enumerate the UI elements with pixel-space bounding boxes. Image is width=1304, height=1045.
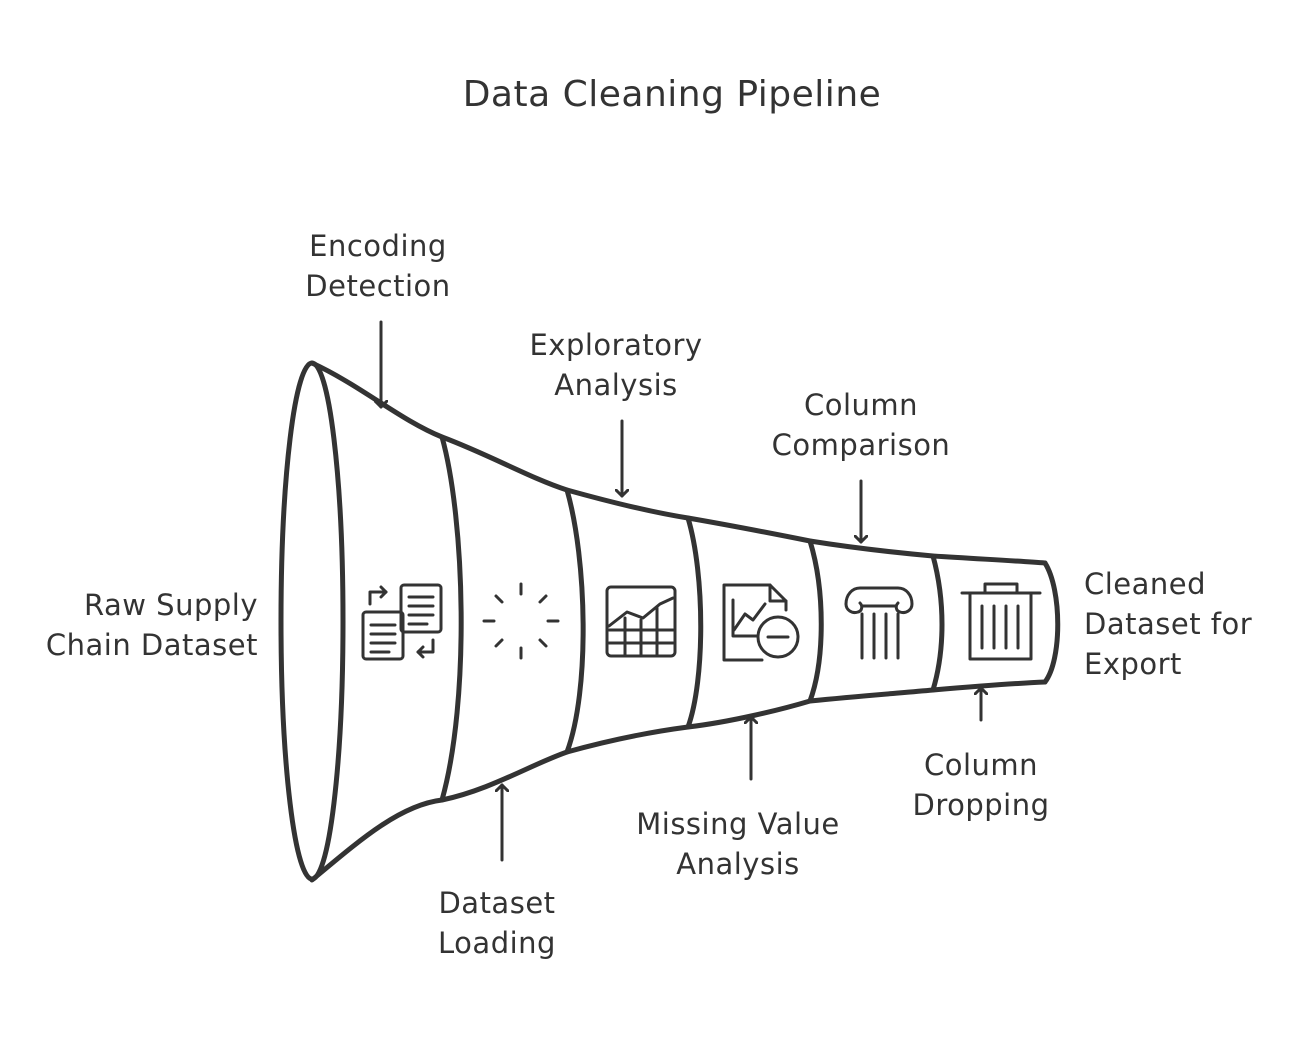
stage-divider-4 (807, 538, 824, 704)
document-minus-icon (722, 583, 800, 662)
stage-divider-5 (930, 553, 945, 693)
label-exploratory-analysis: Exploratory Analysis (529, 328, 703, 402)
stage-divider-2 (564, 487, 586, 755)
label-encoding-detection: Encoding Detection (305, 229, 451, 303)
label-column-dropping: Column Dropping (912, 748, 1050, 822)
chart-grid-icon (605, 585, 677, 658)
funnel-end-cap (1042, 560, 1061, 685)
loading-spinner-icon (482, 582, 560, 660)
label-raw-supply-chain-dataset: Raw Supply Chain Dataset (45, 588, 258, 662)
trash-can-icon (960, 582, 1042, 661)
stage-divider-3 (685, 515, 704, 730)
label-cleaned-dataset: Cleaned Dataset for Export (1084, 567, 1253, 681)
funnel-mouth (278, 360, 346, 882)
diagram-title: Data Cleaning Pipeline (462, 74, 882, 115)
stage-divider-1 (439, 434, 464, 803)
label-dataset-loading: Dataset Loading (438, 886, 556, 960)
document-swap-icon (361, 583, 443, 661)
column-pillar-icon (844, 586, 914, 660)
label-column-comparison: Column Comparison (771, 388, 951, 462)
label-missing-value-analysis: Missing Value Analysis (636, 807, 840, 881)
